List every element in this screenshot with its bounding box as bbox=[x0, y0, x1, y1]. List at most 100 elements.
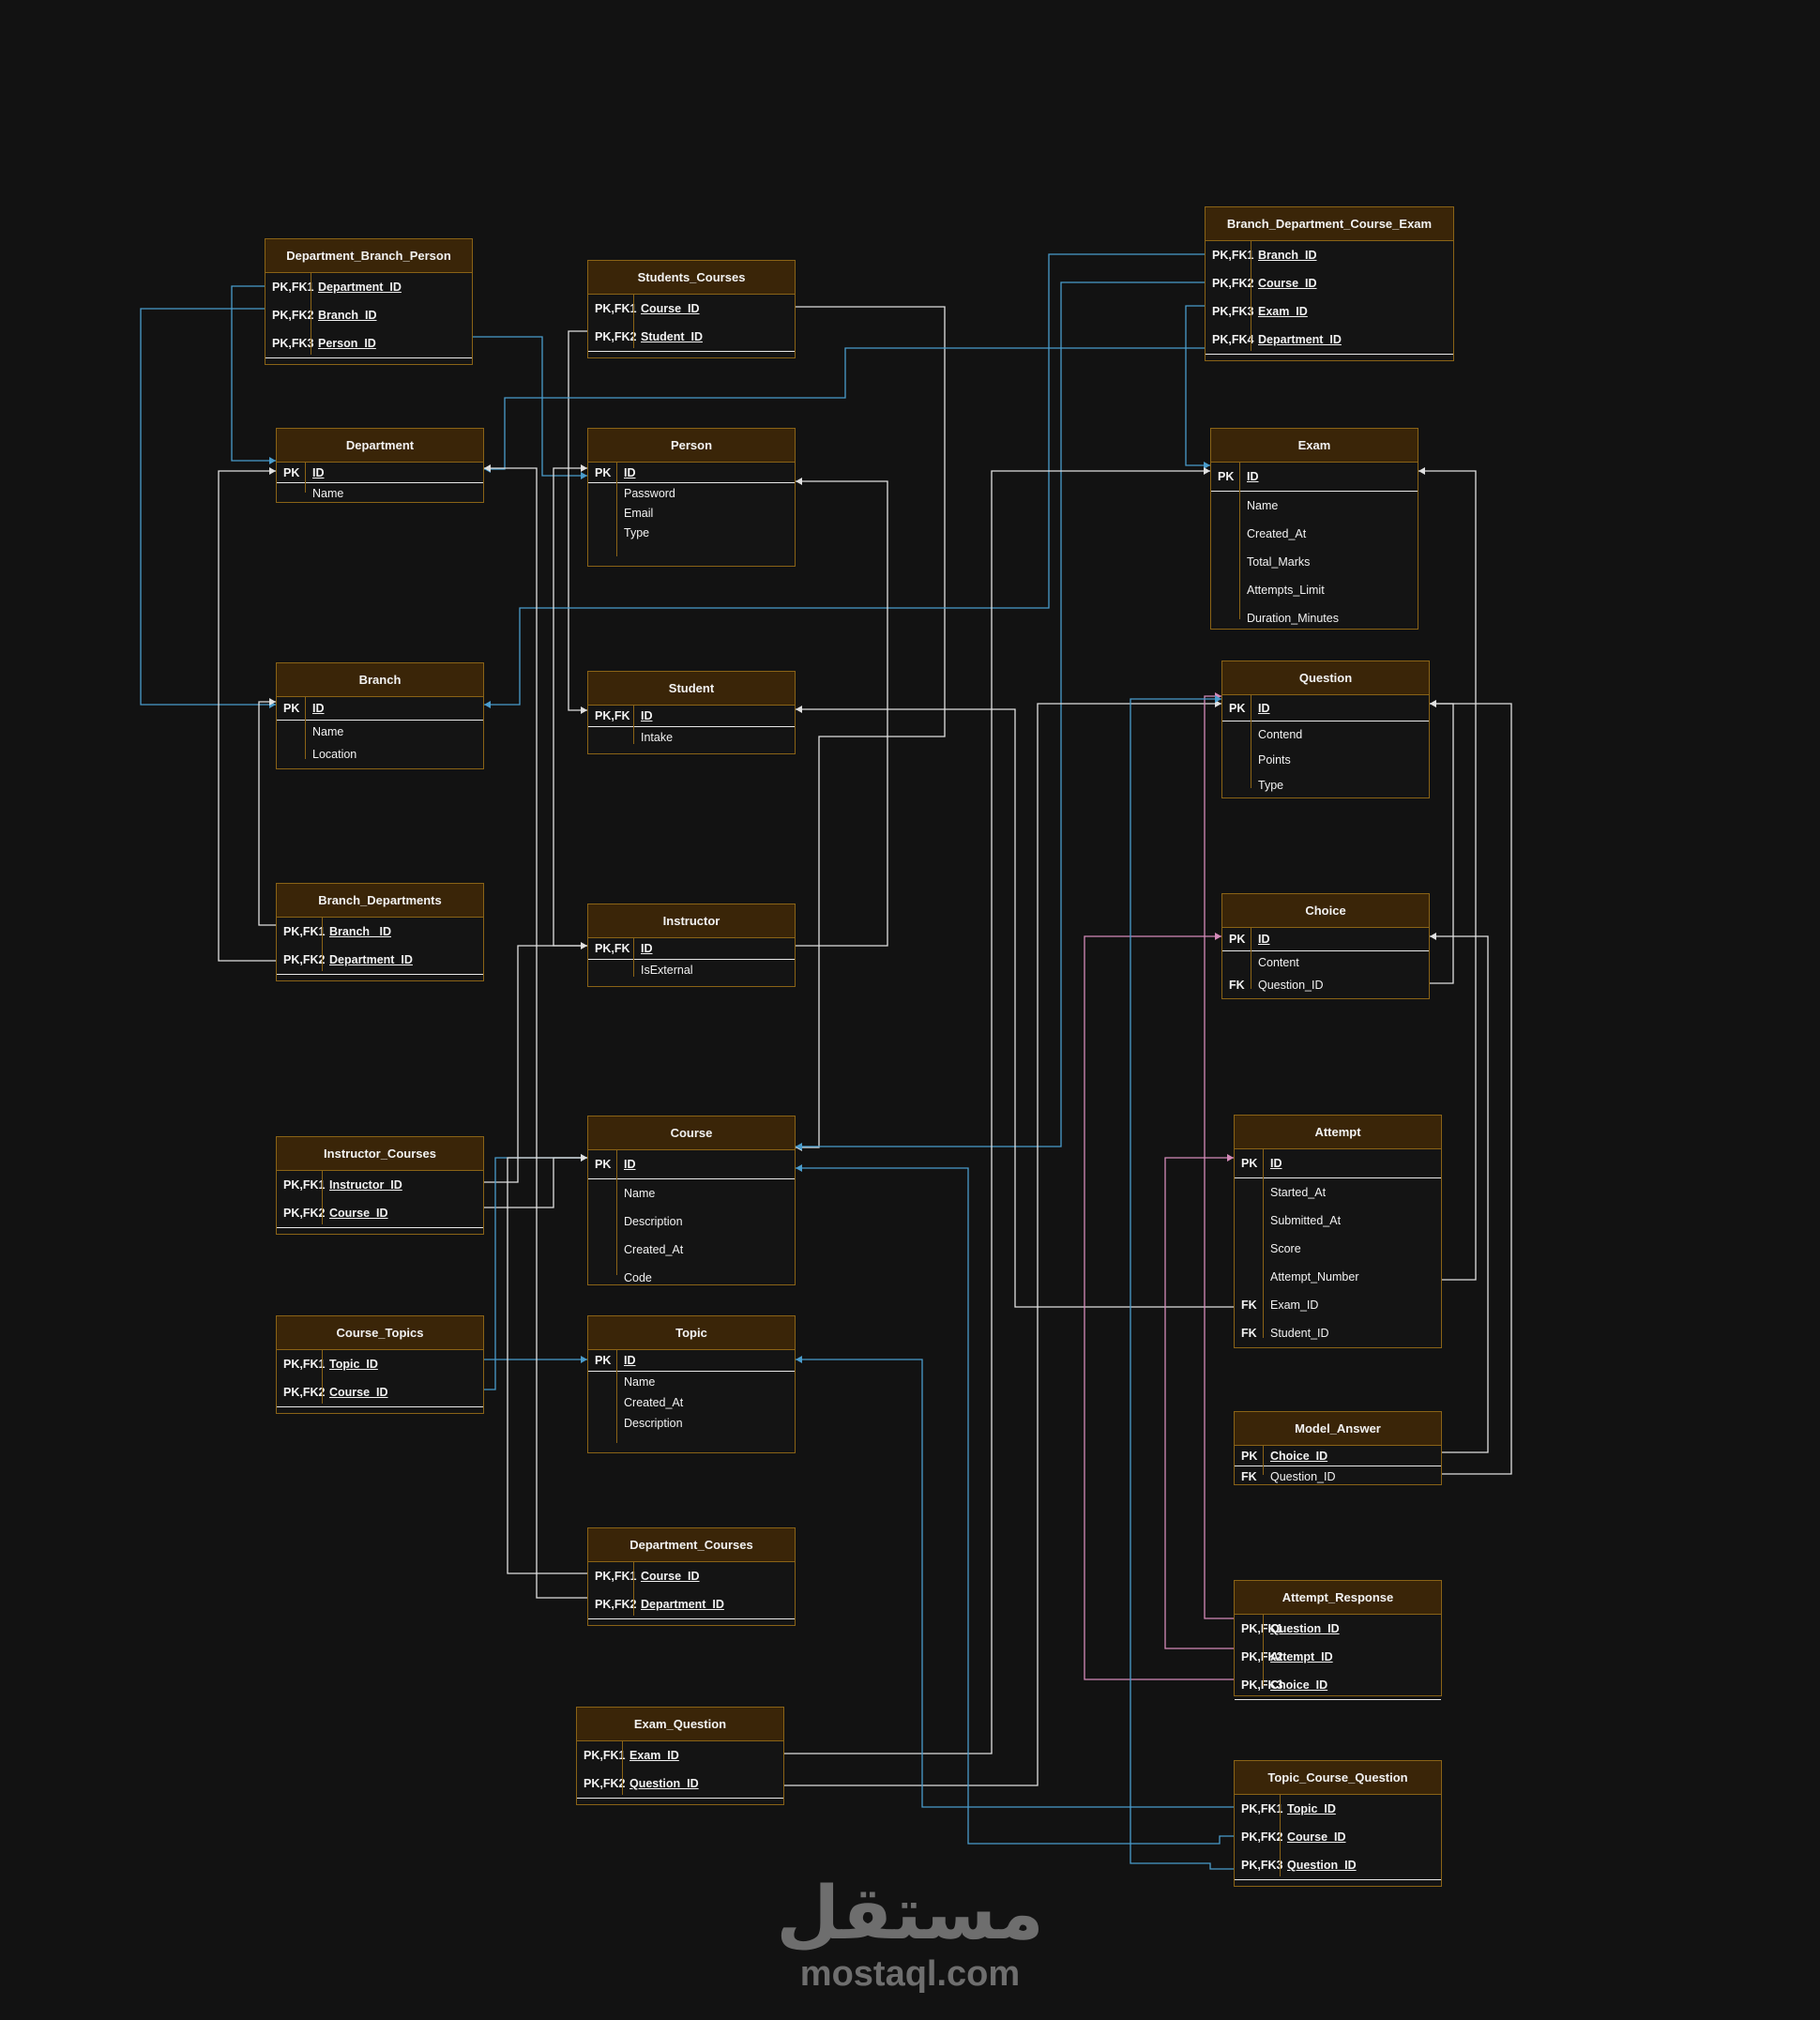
key-label: PK,FK1 bbox=[272, 281, 314, 294]
table-row: Type bbox=[1222, 772, 1429, 797]
key-label bbox=[1235, 1235, 1263, 1263]
column-name: Question_ID bbox=[1287, 1859, 1357, 1872]
table-title: Course bbox=[588, 1116, 795, 1150]
column-name: Course_ID bbox=[641, 302, 700, 315]
key-label: PK bbox=[1218, 470, 1235, 483]
relationship-line bbox=[258, 701, 276, 926]
table-row: Attempt_Number bbox=[1235, 1263, 1441, 1291]
column-name: Intake bbox=[641, 731, 674, 744]
arrow-head-icon bbox=[581, 706, 587, 714]
column-name: Course_ID bbox=[1258, 277, 1317, 290]
column-divider bbox=[633, 294, 634, 348]
key-label: PK,FK1 bbox=[283, 925, 326, 938]
arrow-head-icon bbox=[1215, 933, 1221, 940]
key-label: PK,FK2 bbox=[595, 330, 637, 343]
table-row: Name bbox=[277, 721, 483, 743]
column-divider bbox=[322, 917, 323, 971]
column-name: Topic_ID bbox=[1287, 1802, 1336, 1815]
arrow-head-icon bbox=[796, 1356, 802, 1363]
table-row: Submitted_At bbox=[1235, 1207, 1441, 1235]
column-divider bbox=[1239, 462, 1240, 619]
column-name: Code bbox=[624, 1271, 652, 1284]
arrow-head-icon bbox=[1227, 1154, 1234, 1162]
column-name: ID bbox=[1258, 933, 1270, 946]
table-title: Attempt_Response bbox=[1235, 1581, 1441, 1615]
key-label: PK bbox=[595, 465, 612, 479]
key-label bbox=[1211, 492, 1239, 520]
column-name: Question_ID bbox=[629, 1777, 699, 1790]
table-row: Description bbox=[588, 1413, 795, 1434]
column-name: ID bbox=[1270, 1157, 1282, 1170]
key-label: PK bbox=[283, 465, 300, 479]
key-label: PK,FK2 bbox=[1235, 1643, 1282, 1671]
arrow-head-icon bbox=[796, 1143, 802, 1150]
column-name: ID bbox=[312, 702, 325, 715]
relationship-line bbox=[1084, 935, 1234, 1680]
column-name: Person_ID bbox=[318, 337, 376, 350]
table-title: Instructor_Courses bbox=[277, 1137, 483, 1171]
column-name: Name bbox=[312, 486, 344, 500]
key-label bbox=[588, 1372, 616, 1392]
arrow-head-icon bbox=[269, 467, 276, 475]
table-ar[interactable]: Attempt_ResponsePK,FK1Question_IDPK,FK2A… bbox=[1234, 1580, 1442, 1700]
column-name: ID bbox=[1247, 470, 1259, 483]
column-name: Course_ID bbox=[329, 1207, 388, 1220]
table-title: Model_Answer bbox=[1235, 1412, 1441, 1446]
column-name: Score bbox=[1270, 1242, 1301, 1255]
column-name: Question_ID bbox=[1270, 1622, 1340, 1635]
column-name: Branch _ID bbox=[329, 925, 391, 938]
key-label bbox=[588, 503, 616, 523]
column-name: Department_ID bbox=[318, 281, 402, 294]
column-name: Location bbox=[312, 748, 357, 761]
column-name: Type bbox=[1258, 778, 1284, 792]
key-label bbox=[588, 1207, 616, 1236]
relationship-line bbox=[484, 1157, 587, 1208]
key-label bbox=[588, 1264, 616, 1292]
relationship-line bbox=[1430, 703, 1512, 1475]
arrow-head-icon bbox=[1215, 695, 1221, 703]
column-name: Question_ID bbox=[1258, 979, 1324, 992]
column-name: ID bbox=[641, 942, 653, 955]
key-label: PK,FK1 bbox=[283, 1178, 326, 1192]
table-title: Exam_Question bbox=[577, 1708, 783, 1741]
table-title: Exam bbox=[1211, 429, 1418, 463]
column-divider bbox=[305, 462, 306, 493]
arrow-head-icon bbox=[269, 457, 276, 464]
column-divider bbox=[1263, 1148, 1264, 1338]
key-label bbox=[588, 960, 633, 980]
column-divider bbox=[322, 1170, 323, 1224]
relationship-line bbox=[1204, 695, 1234, 1619]
key-label bbox=[277, 743, 305, 766]
